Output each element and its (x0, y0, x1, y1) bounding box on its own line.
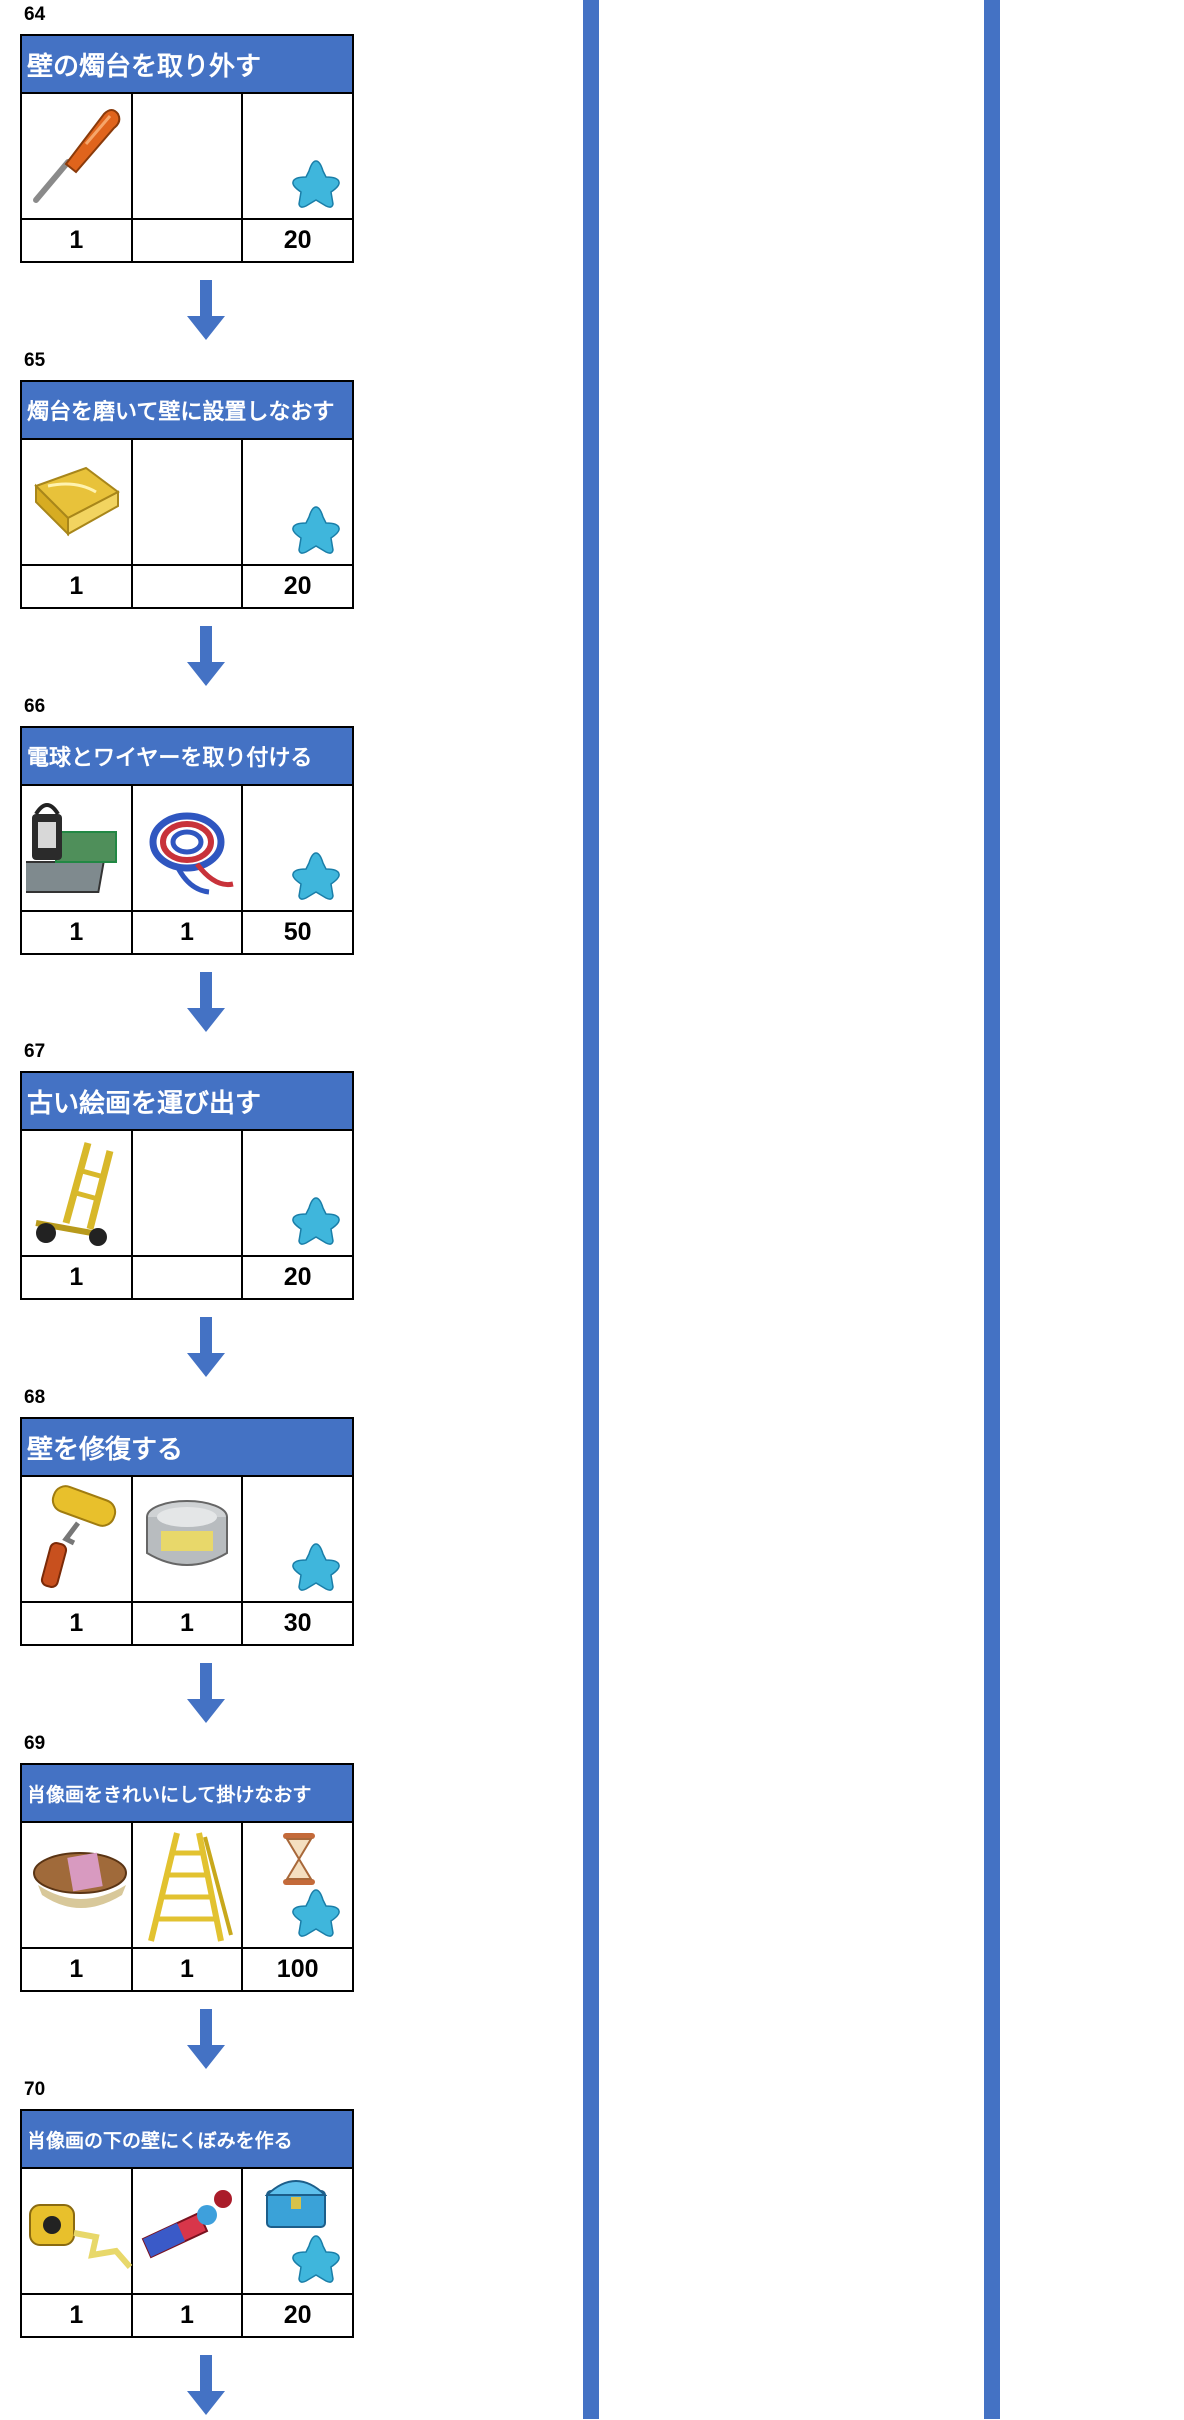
item-cell (20, 92, 133, 220)
task-step: 64 壁の燭台を取り外す 1 20 (20, 4, 354, 340)
item-cell (130, 784, 244, 912)
star-icon (290, 1196, 342, 1251)
paint-can-icon (137, 1483, 237, 1588)
requirements-table: 1 20 (20, 92, 354, 263)
item-cell (130, 1475, 244, 1603)
ladder-icon (137, 1829, 237, 1949)
screwdriver-icon (26, 100, 126, 215)
cloth-icon (26, 446, 126, 551)
item-quantity: 1 (20, 1255, 133, 1300)
reward-cell (241, 1475, 354, 1603)
task-title: 古い絵画を運び出す (20, 1071, 354, 1129)
item-cell (17, 784, 133, 912)
empty-cell (130, 92, 244, 220)
reward-value: 100 (241, 1947, 354, 1992)
star-icon (290, 851, 342, 906)
task-step: 65 燭台を磨いて壁に設置しなおす 1 20 (20, 350, 354, 686)
item-quantity (130, 1255, 244, 1300)
reward-value: 20 (241, 218, 354, 263)
item-cell (20, 438, 133, 566)
glue-tube-icon (137, 2175, 237, 2280)
down-arrow-icon (187, 2009, 225, 2069)
task-step: 67 古い絵画を運び出す 1 20 (20, 1041, 354, 1377)
item-quantity: 1 (20, 1601, 133, 1646)
reward-cell (241, 92, 354, 220)
task-title: 肖像画をきれいにして掛けなおす (20, 1763, 354, 1821)
lamp-toolbox-icon (17, 792, 126, 907)
item-cell (20, 1821, 133, 1949)
wire-coil-icon (137, 792, 237, 907)
item-cell (20, 2167, 133, 2295)
task-title: 燭台を磨いて壁に設置しなおす (20, 380, 354, 438)
empty-cell (130, 438, 244, 566)
column-divider-right (984, 0, 1000, 2419)
star-icon (290, 505, 342, 560)
item-cell (20, 1475, 133, 1603)
step-number: 65 (24, 350, 46, 371)
reward-cell (241, 784, 354, 912)
brush-icon (26, 1829, 136, 1934)
item-quantity (130, 564, 244, 609)
item-quantity: 1 (20, 910, 133, 955)
step-number: 69 (24, 1733, 46, 1754)
requirements-table: 1 20 (20, 438, 354, 609)
reward-cell (241, 438, 354, 566)
down-arrow-icon (187, 2355, 225, 2415)
item-quantity: 1 (20, 218, 133, 263)
item-cell (130, 1821, 244, 1949)
item-quantity: 1 (20, 2293, 133, 2338)
item-quantity (130, 218, 244, 263)
item-cell (130, 2167, 244, 2295)
task-title: 壁を修復する (20, 1417, 354, 1475)
chest-icon (264, 2173, 328, 2234)
step-number: 66 (24, 696, 46, 717)
item-cell (20, 1129, 133, 1257)
star-icon (290, 2234, 342, 2289)
reward-value: 20 (241, 564, 354, 609)
star-icon (290, 159, 342, 214)
reward-value: 30 (241, 1601, 354, 1646)
step-number: 68 (24, 1387, 46, 1408)
down-arrow-icon (187, 972, 225, 1032)
step-number: 64 (24, 4, 46, 25)
item-quantity: 1 (130, 2293, 244, 2338)
reward-cell (241, 1821, 354, 1949)
down-arrow-icon (187, 1317, 225, 1377)
hourglass-icon (279, 1831, 319, 1892)
reward-cell (241, 2167, 354, 2295)
star-icon (290, 1888, 342, 1943)
tape-measure-icon (26, 2175, 136, 2280)
reward-cell (241, 1129, 354, 1257)
down-arrow-icon (187, 280, 225, 340)
down-arrow-icon (187, 626, 225, 686)
hand-truck-icon (26, 1137, 126, 1252)
column-divider-left (583, 0, 599, 2419)
reward-value: 20 (241, 2293, 354, 2338)
reward-value: 20 (241, 1255, 354, 1300)
empty-cell (130, 1129, 244, 1257)
item-quantity: 1 (130, 910, 244, 955)
requirements-table: 1 20 (20, 1129, 354, 1300)
star-icon (290, 1542, 342, 1597)
task-title: 肖像画の下の壁にくぼみを作る (20, 2109, 354, 2167)
item-quantity: 1 (130, 1601, 244, 1646)
task-title: 電球とワイヤーを取り付ける (20, 726, 354, 784)
task-title: 壁の燭台を取り外す (20, 34, 354, 92)
step-number: 67 (24, 1041, 46, 1062)
item-quantity: 1 (20, 564, 133, 609)
step-number: 70 (24, 2079, 46, 2100)
reward-value: 50 (241, 910, 354, 955)
down-arrow-icon (187, 1663, 225, 1723)
paint-roller-icon (26, 1483, 126, 1598)
item-quantity: 1 (130, 1947, 244, 1992)
item-quantity: 1 (20, 1947, 133, 1992)
